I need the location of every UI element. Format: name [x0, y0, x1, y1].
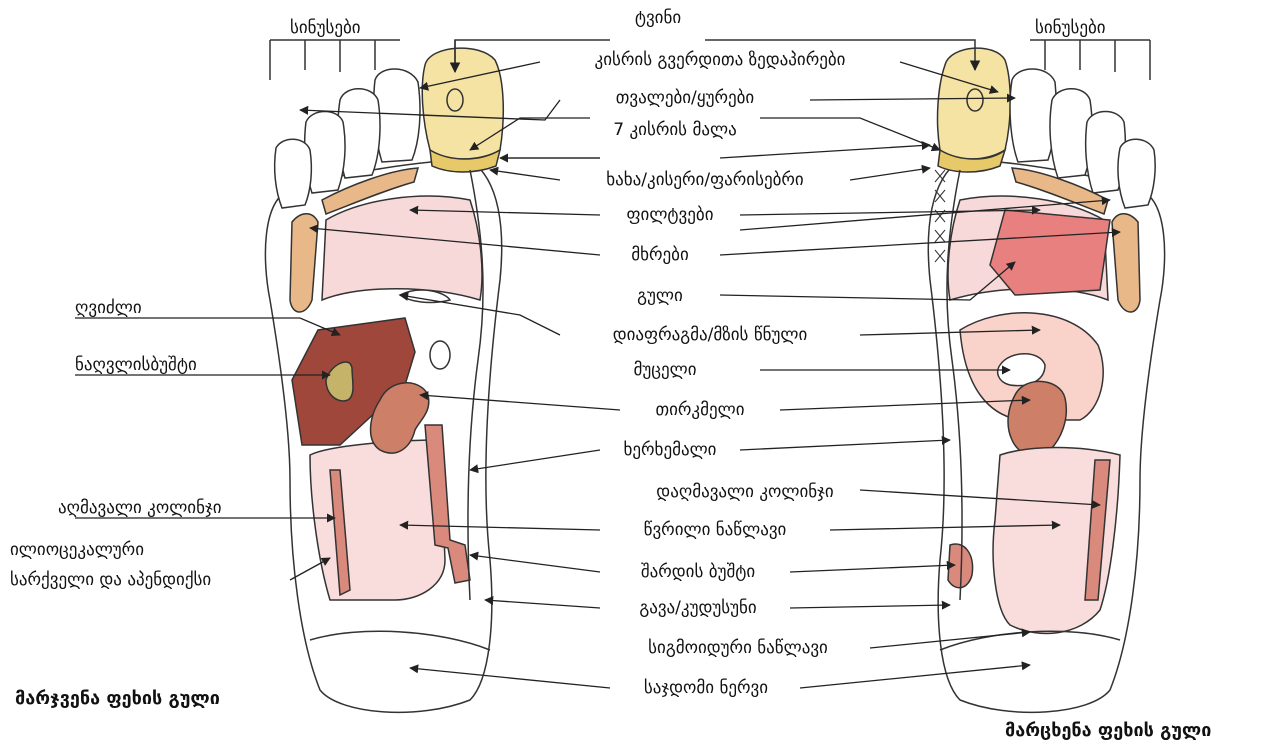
left-toe-big — [938, 48, 1011, 159]
label-diaphragm: დიაფრაგმა/მზის წნული — [613, 325, 808, 345]
label-small-intestine: წვრილი ნაწლავი — [644, 520, 787, 540]
label-liver: ღვიძლი — [75, 298, 142, 318]
leader-throat-2r — [850, 168, 930, 180]
label-sciatic: საჯდომი ნერვი — [644, 678, 768, 698]
label-eyes-ears: თვალები/ყურები — [616, 88, 754, 108]
right-toe-5 — [275, 139, 312, 208]
leader-pelvis-r — [790, 605, 950, 608]
left-sole — [928, 48, 1164, 712]
title-right-sole: მარჯვენა ფეხის გული — [15, 688, 220, 709]
label-brain: ტვინი — [635, 8, 681, 28]
leader-c7-r — [760, 118, 940, 150]
right-stomach-hint — [430, 341, 450, 369]
leader-bladder-r — [790, 565, 955, 572]
label-stomach: მუცელი — [633, 360, 696, 380]
label-throat: ხახა/კისერი/ფარისებრი — [606, 170, 803, 190]
label-seventh-cervical: 7 კისრის მალა — [613, 120, 736, 140]
label-ileocecal-2: სარქველი და აპენდიქსი — [10, 570, 211, 590]
label-sinuses-left: სინუსები — [290, 18, 361, 38]
label-sigmoid: სიგმოიდური ნაწლავი — [648, 638, 828, 658]
label-neck-side: კისრის გვერდითა ზედაპირები — [595, 50, 846, 70]
left-heart — [990, 210, 1110, 295]
label-pelvis: გავა/კუდუსუნი — [639, 598, 756, 618]
label-descending-colon: დაღმავალი კოლინჯი — [656, 482, 833, 502]
label-lungs: ფილტვები — [627, 205, 714, 225]
label-shoulders: მხრები — [631, 245, 689, 265]
label-sinuses-right: სინუსები — [1035, 18, 1106, 38]
label-bladder: შარდის ბუშტი — [641, 562, 755, 582]
right-toe-2 — [374, 69, 420, 162]
label-ascending-colon: აღმავალი კოლინჯი — [58, 498, 222, 518]
label-kidney: თირკმელი — [655, 400, 744, 420]
label-spine: ხერხემალი — [624, 440, 717, 460]
leader-throat-2 — [490, 170, 560, 180]
leader-pelvis — [485, 600, 600, 608]
label-heart: გული — [637, 286, 683, 306]
right-colon — [310, 440, 445, 600]
leader-throat — [500, 145, 930, 158]
label-gallbladder: ნაღვლისბუშტი — [75, 355, 197, 375]
label-ileocecal-1: ილიოცეკალური — [10, 540, 144, 560]
right-sole — [265, 48, 503, 712]
title-left-sole: მარცხენა ფეხის გული — [1005, 720, 1211, 741]
leader-spine-r — [740, 440, 950, 450]
left-toe-2 — [1010, 69, 1056, 162]
leader-spine — [470, 450, 600, 470]
left-toe-5 — [1118, 139, 1155, 208]
